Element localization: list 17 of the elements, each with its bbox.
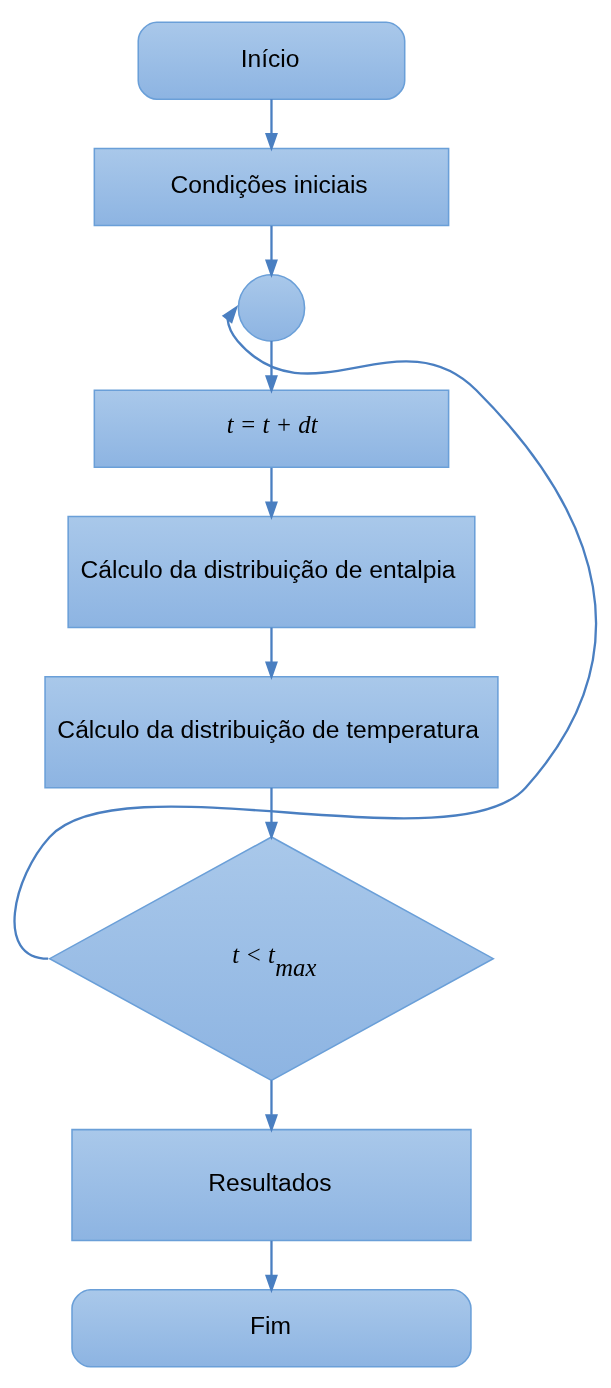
arrow — [265, 225, 278, 278]
node-box: Cálculo da distribuição de entalpia — [67, 515, 476, 628]
node-box: Cálculo da distribuição de temperatura — [44, 675, 499, 788]
arrow — [265, 627, 278, 680]
arrow — [265, 787, 278, 840]
arrow — [265, 467, 278, 520]
node-box: t = t + dt — [93, 389, 450, 468]
arrow — [13, 304, 598, 960]
arrow — [265, 340, 278, 394]
node-box: Condições iniciais — [93, 147, 450, 226]
arrow — [265, 1079, 278, 1133]
node-box: Início — [137, 20, 406, 100]
node-box: Resultados — [71, 1128, 472, 1241]
node-circle — [237, 273, 306, 342]
arrow — [265, 98, 278, 152]
node-box: Fim — [71, 1288, 472, 1368]
arrow — [265, 1240, 278, 1293]
